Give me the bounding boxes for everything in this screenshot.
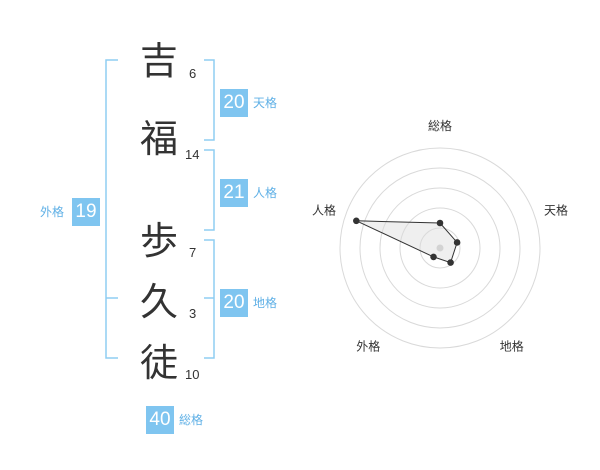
stroke-count-1: 6 bbox=[189, 66, 197, 81]
stroke-count-5: 10 bbox=[185, 367, 200, 382]
soukaku-label: 総格 bbox=[179, 413, 204, 427]
radar-ring-2 bbox=[399, 207, 481, 289]
radar-point-2 bbox=[453, 239, 461, 246]
radar-ring-1 bbox=[419, 227, 461, 269]
radar-series-area bbox=[356, 220, 458, 264]
radar-axis-label-3: 地格 bbox=[500, 339, 524, 354]
gaikaku-bracket bbox=[105, 59, 118, 359]
gaikaku-label: 外格 bbox=[40, 205, 65, 219]
chikaku-label: 地格 bbox=[253, 296, 278, 310]
jinkaku-badge: 21 bbox=[220, 179, 248, 207]
tenkaku-label: 天格 bbox=[253, 96, 278, 110]
radar-point-3 bbox=[447, 259, 454, 266]
tenkaku-bracket bbox=[204, 59, 215, 141]
stroke-count-3: 7 bbox=[189, 245, 197, 260]
chikaku-badge: 20 bbox=[220, 289, 248, 317]
name-char-4: 久 bbox=[140, 280, 179, 324]
radar-point-5 bbox=[353, 217, 360, 225]
stroke-count-2: 14 bbox=[185, 147, 200, 162]
name-char-3: 歩 bbox=[140, 219, 179, 263]
name-char-1: 吉 bbox=[140, 39, 179, 83]
chikaku-bracket bbox=[204, 239, 215, 359]
jinkaku-bracket bbox=[204, 149, 215, 231]
radar-point-4 bbox=[430, 253, 437, 261]
radar-ring-3 bbox=[379, 187, 501, 309]
radar-center bbox=[436, 244, 444, 252]
radar-axis-label-2: 天格 bbox=[544, 202, 568, 217]
radar-ring-4 bbox=[359, 167, 521, 329]
gaikaku-badge: 19 bbox=[72, 198, 100, 226]
name-char-2: 福 bbox=[140, 117, 179, 161]
soukaku-badge: 40 bbox=[146, 406, 174, 434]
radar-axis-label-5: 人格 bbox=[312, 202, 336, 217]
stroke-count-4: 3 bbox=[189, 306, 197, 321]
tenkaku-badge: 20 bbox=[220, 89, 248, 117]
radar-point-1 bbox=[436, 219, 444, 227]
radar-axis-label-4: 外格 bbox=[356, 339, 380, 354]
jinkaku-label: 人格 bbox=[253, 186, 278, 200]
radar-ring-5 bbox=[339, 147, 541, 349]
name-char-5: 徒 bbox=[140, 341, 179, 385]
radar-axis-label-1: 総格 bbox=[428, 118, 452, 133]
